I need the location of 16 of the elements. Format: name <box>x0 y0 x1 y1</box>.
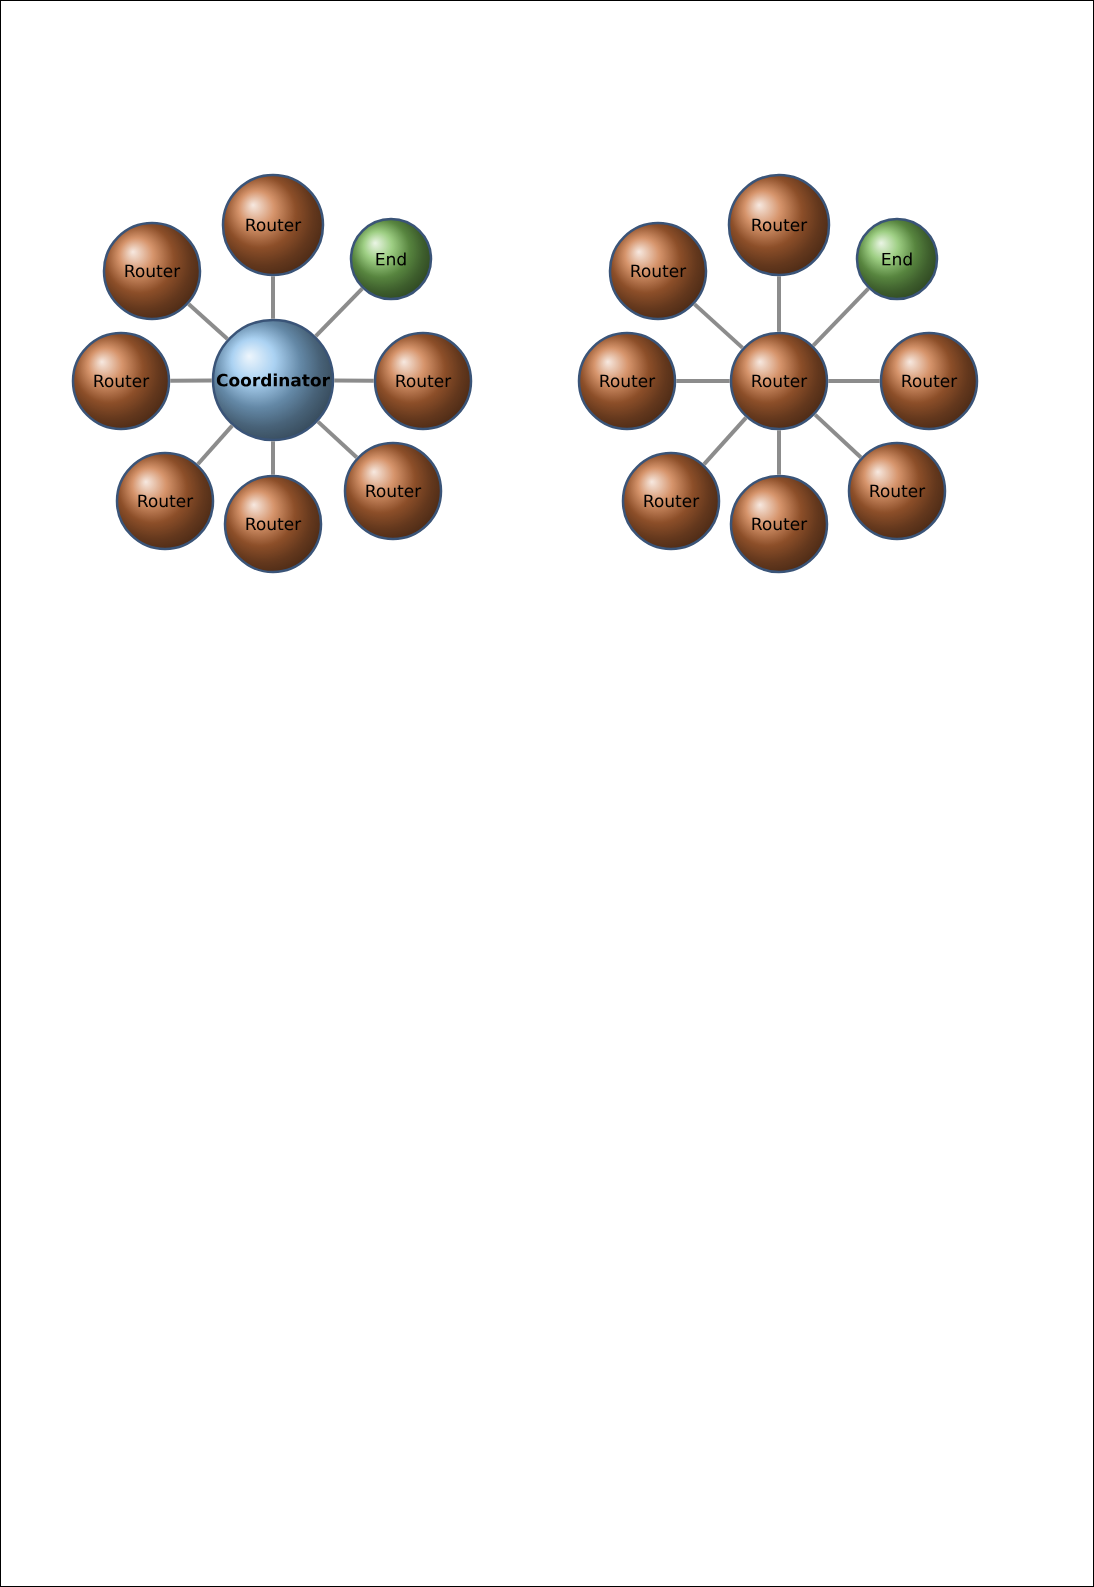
connector-line <box>314 287 364 338</box>
connector-line <box>196 424 234 466</box>
connector-line <box>777 430 781 475</box>
connector-line <box>702 416 748 466</box>
connector-line <box>271 441 275 475</box>
connector-line <box>811 287 870 347</box>
connector-line <box>334 378 374 383</box>
connector-line <box>316 420 359 460</box>
connector-line <box>693 302 744 350</box>
connector-line <box>170 378 212 383</box>
connector-line <box>676 379 730 383</box>
connector-line <box>813 413 863 459</box>
connector-line <box>828 379 880 383</box>
connector-line <box>271 276 275 319</box>
connector-line <box>187 302 229 341</box>
connector-line <box>777 276 781 332</box>
